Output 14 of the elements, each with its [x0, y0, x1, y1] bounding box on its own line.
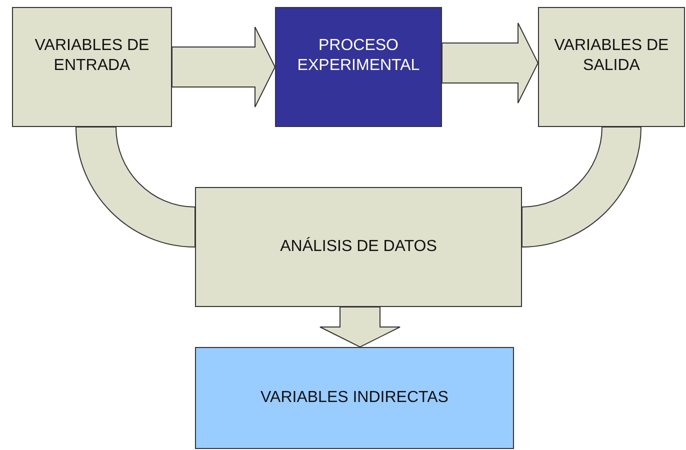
process-box: [538, 7, 685, 127]
box-label: VARIABLES INDIRECTAS: [260, 388, 448, 408]
process-box: [12, 7, 172, 127]
block-arrow: [172, 26, 276, 108]
process-box: [195, 347, 514, 449]
box-label: VARIABLES DE SALIDA: [553, 36, 670, 76]
process-box: [275, 7, 442, 127]
curved-band-connector: [522, 126, 642, 248]
block-arrow: [442, 22, 539, 104]
box-label: PROCESO EXPERIMENTAL: [296, 36, 421, 76]
box-label: VARIABLES DE ENTRADA: [34, 36, 150, 76]
block-arrow: [320, 306, 400, 348]
box-label: ANÁLISIS DE DATOS: [280, 237, 437, 257]
curved-band-connector: [76, 126, 196, 248]
